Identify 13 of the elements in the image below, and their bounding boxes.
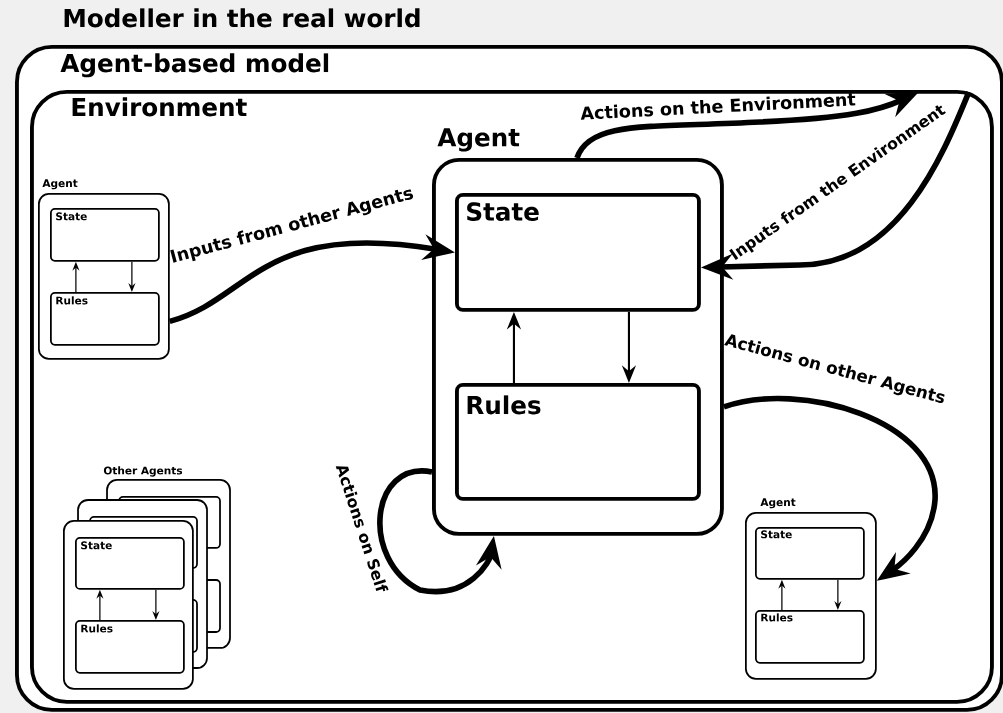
state-box: State bbox=[75, 537, 185, 590]
state-box: State bbox=[50, 208, 160, 262]
node-label: Agent bbox=[42, 179, 78, 190]
rules-box: Rules bbox=[75, 620, 185, 674]
node-label: Agent bbox=[437, 128, 520, 152]
rules-box: Rules bbox=[455, 383, 701, 501]
rules-box: Rules bbox=[755, 610, 865, 664]
rules-box: Rules bbox=[50, 292, 160, 346]
node-label: Agent bbox=[760, 498, 796, 509]
state-box: State bbox=[455, 193, 701, 312]
edge-label: Inputs from other Agents bbox=[170, 189, 414, 263]
state-box: State bbox=[755, 527, 865, 580]
node-label: Other Agents bbox=[103, 466, 183, 477]
